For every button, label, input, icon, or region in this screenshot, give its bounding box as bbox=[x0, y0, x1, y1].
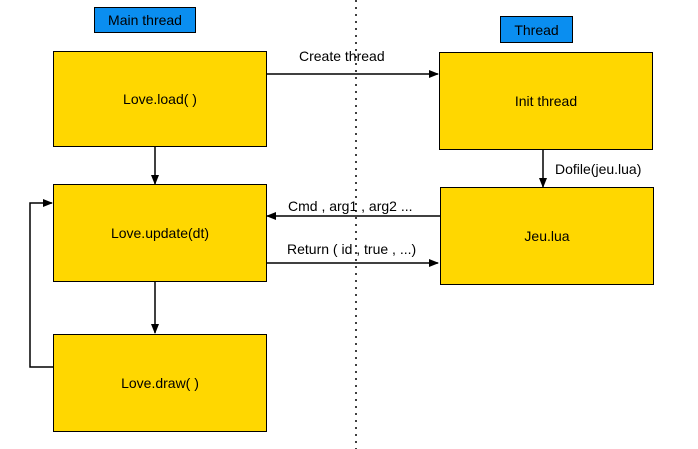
main-thread-header: Main thread bbox=[94, 7, 196, 33]
edge-draw-loop-to-update bbox=[29, 199, 53, 368]
jeu-lua-box: Jeu.lua bbox=[440, 187, 654, 285]
edge-label-dofile: Dofile(jeu.lua) bbox=[555, 161, 642, 177]
love-draw-box: Love.draw( ) bbox=[53, 334, 267, 432]
edge-label-return: Return ( id , true , ...) bbox=[287, 241, 417, 257]
init-thread-box: Init thread bbox=[439, 52, 653, 150]
edge-label-cmd: Cmd , arg1 , arg2 ... bbox=[288, 198, 413, 214]
love-update-box: Love.update(dt) bbox=[53, 184, 267, 282]
edge-label-create-thread: Create thread bbox=[299, 48, 385, 64]
thread-header: Thread bbox=[500, 16, 573, 43]
love-load-box: Love.load( ) bbox=[53, 51, 267, 147]
